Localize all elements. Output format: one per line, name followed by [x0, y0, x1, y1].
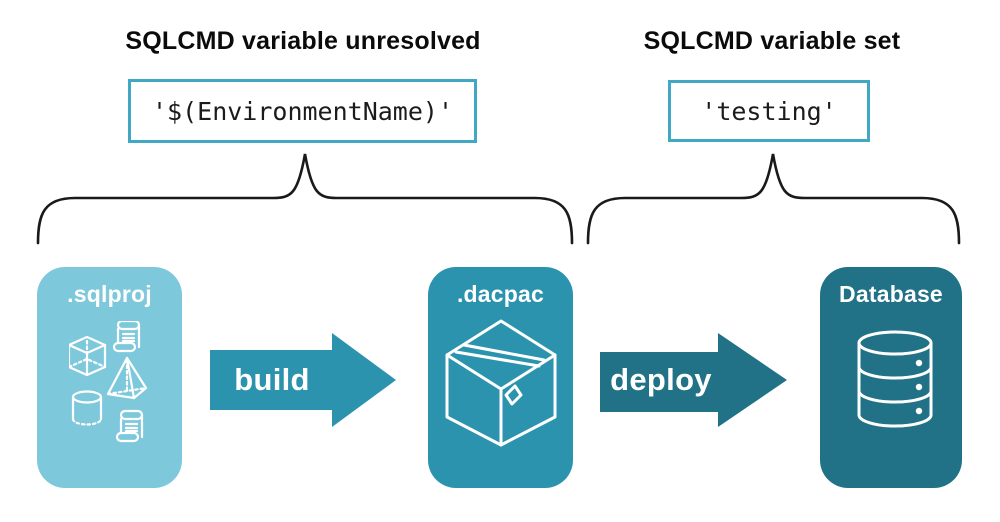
database-icon [857, 330, 933, 428]
deploy-arrow [600, 333, 787, 427]
right-brace [586, 153, 961, 245]
node-dacpac-label: .dacpac [456, 281, 545, 307]
node-sqlproj-label: .sqlproj [67, 281, 152, 307]
right-code-box: 'testing' [668, 80, 870, 142]
sql-objects-cluster-icon [69, 321, 148, 443]
cylinder-icon [71, 390, 103, 426]
node-sqlproj-card: .sqlproj [37, 267, 182, 488]
left-code-value: '$(EnvironmentName)' [151, 96, 454, 126]
scroll-icon [112, 321, 141, 353]
node-database-card: Database [820, 267, 962, 488]
cube-icon [69, 335, 107, 377]
package-box-icon [445, 319, 557, 447]
left-code-box: '$(EnvironmentName)' [128, 79, 477, 143]
deploy-arrow-label: deploy [610, 362, 712, 397]
left-brace [36, 153, 574, 245]
node-dacpac-card: .dacpac [428, 267, 573, 488]
right-annotation-title: SQLCMD variable set [643, 27, 901, 55]
build-arrow-label: build [234, 362, 310, 397]
node-database-label: Database [839, 281, 943, 307]
pyramid-icon [106, 356, 148, 400]
scroll-icon-2 [115, 409, 144, 443]
right-code-value: 'testing' [701, 96, 837, 126]
build-arrow [210, 333, 396, 427]
left-annotation-title: SQLCMD variable unresolved [125, 27, 481, 55]
